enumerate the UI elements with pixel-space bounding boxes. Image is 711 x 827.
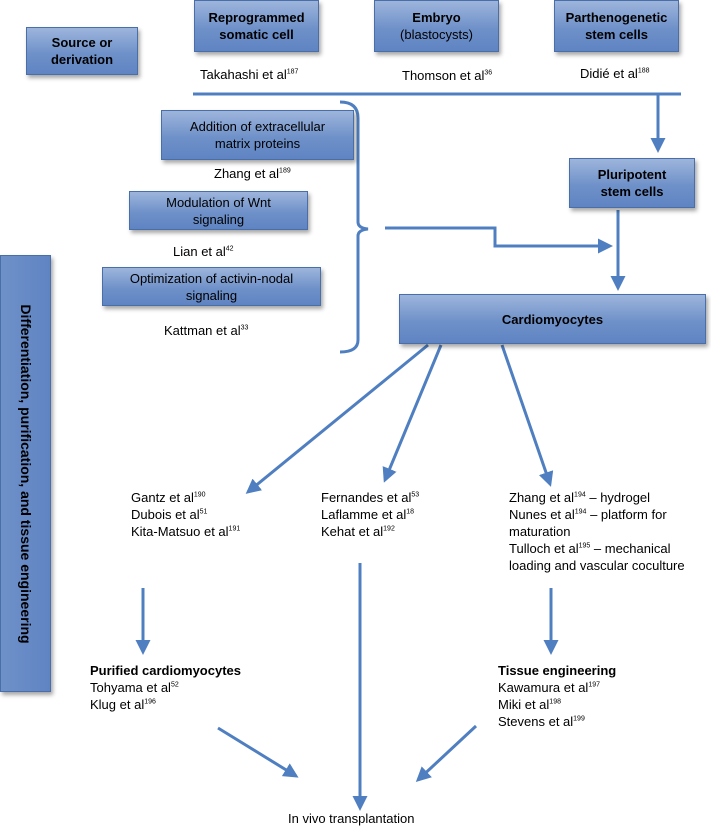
source-title-2: (blastocysts) — [400, 27, 473, 42]
cardiomyocytes-box: Cardiomyocytes — [399, 294, 706, 344]
side-banner-label: Differentiation, purification, and tissu… — [17, 303, 34, 644]
zhang-189-ref: Zhang et al189 — [214, 166, 291, 181]
right-refs: Zhang et al194 – hydrogel Nunes et al194… — [509, 489, 685, 574]
left-refs: Gantz et al190 Dubois et al51 Kita-Matsu… — [131, 489, 240, 540]
embryo-box: Embryo (blastocysts) — [374, 0, 499, 52]
ref-line: Kawamura et al197 — [498, 680, 601, 695]
lian-ref: Lian et al42 — [173, 244, 234, 259]
ref-line: Gantz et al190 — [131, 490, 206, 505]
ref-line: Zhang et al194 – hydrogel — [509, 490, 651, 505]
source-title: Reprogrammed — [208, 10, 305, 25]
ref-line: Nunes et al194 – platform for — [509, 507, 667, 522]
ref-line: Stevens et al199 — [498, 714, 585, 729]
methods-bracket — [339, 100, 369, 354]
ref-line: Fernandes et al53 — [321, 490, 420, 505]
source-title-2: somatic cell — [219, 27, 294, 42]
thomson-ref: Thomson et al36 — [402, 68, 493, 83]
didie-ref: Didié et al188 — [580, 66, 650, 81]
kattman-ref: Kattman et al33 — [164, 323, 249, 338]
extracellular-matrix-box: Addition of extracellular matrix protein… — [161, 110, 354, 160]
activin-nodal-box: Optimization of activin-nodal signaling — [102, 267, 321, 306]
takahashi-ref: Takahashi et al187 — [200, 67, 299, 82]
tissue-block: Tissue engineering Kawamura et al197 Mik… — [498, 662, 616, 730]
tissue-title: Tissue engineering — [498, 663, 617, 678]
ref-line: Klug et al196 — [90, 697, 156, 712]
ref-line: Tohyama et al52 — [90, 680, 179, 695]
purified-to-final-arrow — [217, 726, 299, 778]
mid-refs: Fernandes et al53 Laflamme et al18 Kehat… — [321, 489, 419, 540]
cardio-to-mid-arrow — [382, 344, 443, 483]
ref-line: Miki et al198 — [498, 697, 561, 712]
purified-title: Purified cardiomyocytes — [90, 663, 241, 678]
source-derivation-box: Source or derivation — [26, 27, 138, 75]
ref-line: Kita-Matsuo et al191 — [131, 524, 241, 539]
pluripotent-stem-cells-box: Pluripotent stem cells — [569, 158, 695, 208]
cardio-to-left-arrow — [245, 343, 429, 494]
tissue-to-final-arrow — [415, 724, 478, 783]
reprogrammed-somatic-cell-box: Reprogrammed somatic cell — [194, 0, 319, 52]
methods-to-cardio-arrow — [385, 226, 613, 254]
ref-line: Dubois et al51 — [131, 507, 208, 522]
source-title-2: stem cells — [585, 27, 648, 42]
ref-line: Laflamme et al18 — [321, 507, 415, 522]
parthenogenetic-stem-cells-box: Parthenogenetic stem cells — [554, 0, 679, 52]
source-derivation-line1: Source or — [51, 35, 113, 50]
cardio-to-right-arrow — [500, 344, 554, 487]
in-vivo-transplantation: In vivo transplantation — [288, 811, 415, 826]
ref-line: loading and vascular coculture — [509, 558, 685, 573]
ref-line: Tulloch et al195 – mechanical — [509, 541, 671, 556]
differentiation-side-banner: Differentiation, purification, and tissu… — [0, 255, 51, 692]
ref-line: Kehat et al192 — [321, 524, 395, 539]
source-derivation-line2: derivation — [50, 52, 114, 67]
ref-line: maturation — [509, 524, 571, 539]
purified-block: Purified cardiomyocytes Tohyama et al52 … — [90, 662, 241, 713]
source-title: Embryo — [412, 10, 461, 25]
wnt-signaling-box: Modulation of Wnt signaling — [129, 191, 308, 230]
source-title: Parthenogenetic — [565, 10, 668, 25]
